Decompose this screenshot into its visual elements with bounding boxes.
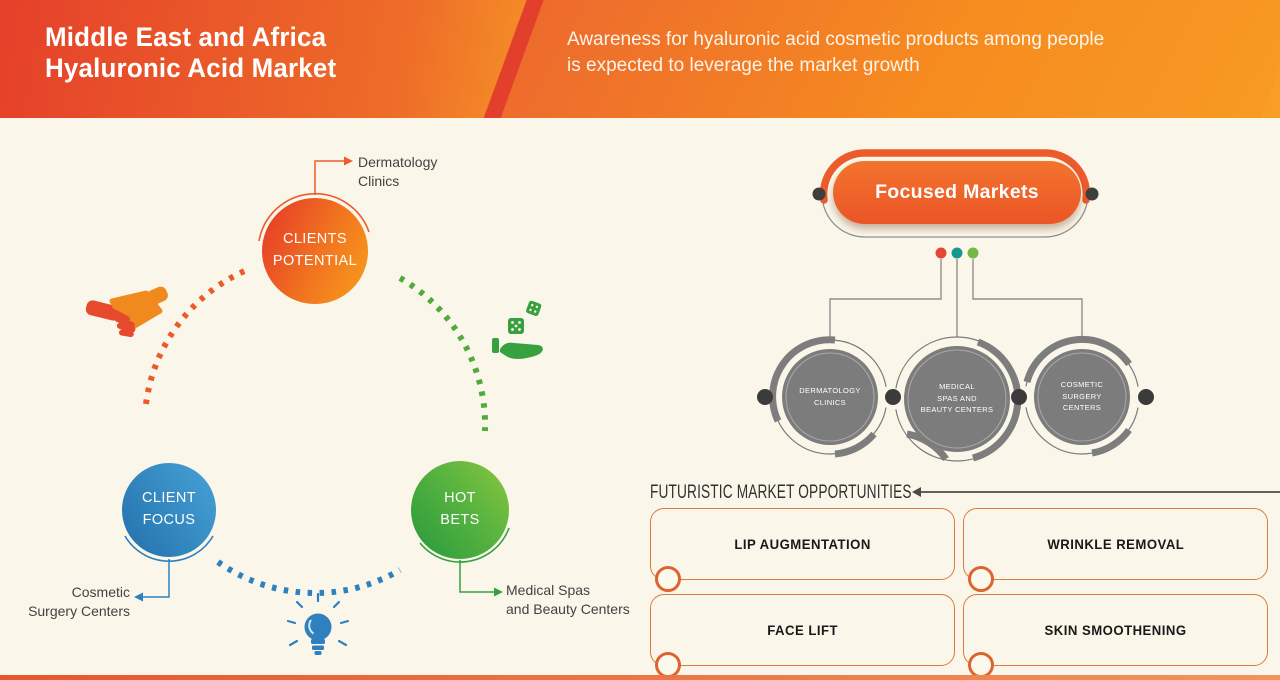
header-subtitle: Awareness for hyaluronic acid cosmetic p…: [567, 29, 1105, 76]
market-dot-green: [967, 247, 979, 259]
opportunity-label: SKIN SMOOTHENING: [1044, 622, 1187, 638]
card-corner-ring: [968, 652, 994, 678]
opportunities-arrow: [912, 487, 1280, 497]
capsule-top-arc: [819, 149, 1091, 204]
capsule-dot-right: [1085, 187, 1099, 201]
market-nodes: [757, 335, 1154, 462]
potential-callout-connector: [314, 160, 344, 195]
hotbets-callout-connector: [459, 560, 494, 593]
callout-medical-spas: Medical Spas and Beauty Centers: [506, 582, 630, 617]
callout-dermatology-clinics: Dermatology Clinics: [358, 154, 438, 189]
opportunities-title: FUTURISTIC MARKET OPPORTUNITIES: [650, 482, 912, 503]
focused-markets-capsule: [812, 149, 1099, 238]
cycle-arc-blue: [216, 559, 402, 596]
opportunity-label: FACE LIFT: [767, 622, 838, 638]
cycle-node-client-focus: CLIENT FOCUS: [122, 463, 216, 557]
opportunity-label: LIP AUGMENTATION: [734, 536, 871, 552]
capsule-dot-left: [812, 187, 826, 201]
lightbulb-icon: [286, 592, 350, 655]
market-node-label-medical-spas: MEDICAL SPAS AND BEAUTY CENTERS: [920, 382, 994, 415]
cycle-node-hot-bets: HOT BETS: [411, 461, 509, 559]
cycle-arc-green: [398, 275, 489, 432]
opportunity-card-skin-smoothening: SKIN SMOOTHENING: [963, 594, 1268, 678]
market-node-label-cosmetic-surgery: COSMETIC SURGERY CENTERS: [1060, 380, 1104, 413]
market-node-circle: [1034, 349, 1130, 445]
potential-arrowhead: [344, 156, 353, 166]
opportunities-grid: LIP AUGMENTATION WRINKLE REMOVAL FACE LI…: [650, 508, 1268, 678]
market-node-label-dermatology: DERMATOLOGY CLINICS: [799, 386, 861, 407]
opportunity-label: WRINKLE REMOVAL: [1047, 536, 1184, 552]
market-node-circle: [904, 346, 1010, 452]
potential-accent-arc: [258, 192, 370, 242]
market-node-connectors: [829, 259, 1083, 340]
card-corner-ring: [655, 652, 681, 678]
card-corner-ring: [655, 566, 681, 592]
dice-in-hand-icon: [492, 300, 543, 359]
market-dot-red: [935, 247, 947, 259]
focus-arrowhead: [134, 592, 143, 602]
opportunity-card-lip-augmentation: LIP AUGMENTATION: [650, 508, 955, 592]
opportunity-card-wrinkle-removal: WRINKLE REMOVAL: [963, 508, 1268, 592]
market-dot-teal: [951, 247, 963, 259]
focused-markets-pill: Focused Markets: [833, 161, 1081, 224]
hotbets-arrowhead: [494, 587, 503, 597]
bottom-accent-bar: [0, 675, 1280, 680]
card-corner-ring: [968, 566, 994, 592]
opportunity-card-face-lift: FACE LIFT: [650, 594, 955, 678]
header-banner: [0, 0, 1280, 118]
page-title: Middle East and Africa Hyaluronic Acid M…: [45, 22, 337, 83]
callout-cosmetic-surgery-centers: Cosmetic Surgery Centers: [28, 584, 130, 619]
focus-callout-connector: [143, 559, 170, 598]
hotbets-accent-arc: [419, 527, 510, 563]
handshake-icon: [85, 286, 168, 338]
market-node-circle: [782, 349, 878, 445]
cycle-node-clients-potential: CLIENTS POTENTIAL: [262, 198, 368, 304]
